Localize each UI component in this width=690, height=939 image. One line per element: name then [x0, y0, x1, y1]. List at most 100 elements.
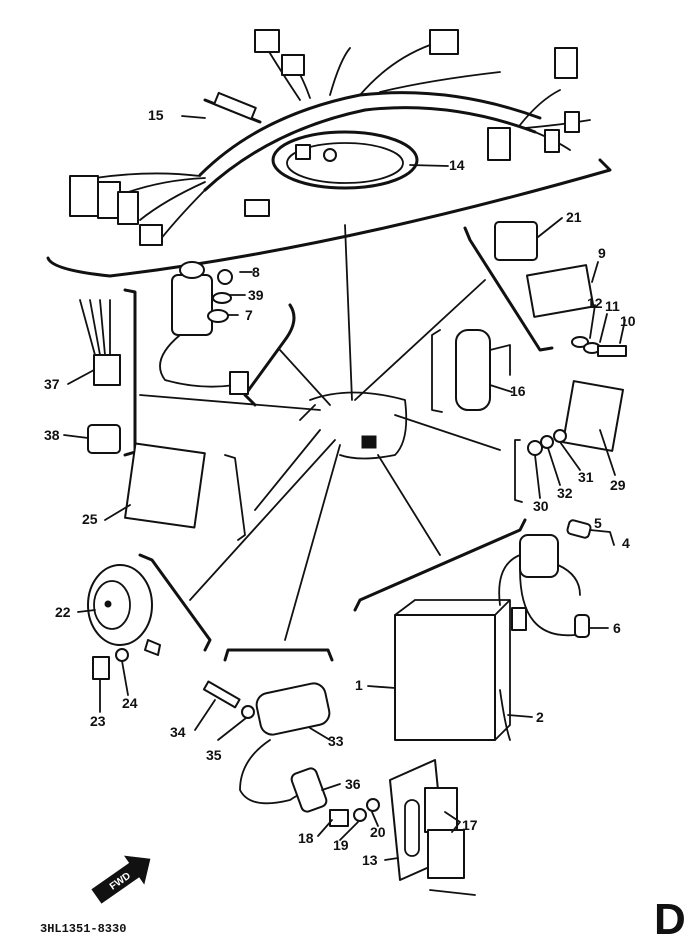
connector-loop-2 [295, 144, 311, 160]
spark-plug-cap-36 [290, 767, 328, 813]
harness-group-bracket [46, 158, 612, 278]
washer-32 [540, 435, 554, 449]
connector-top-2 [281, 54, 305, 76]
washer-20 [366, 798, 380, 812]
sub-harness-loop [271, 130, 419, 190]
callout-1: 1 [355, 677, 363, 693]
bolt-8 [217, 269, 233, 285]
callout-18: 18 [298, 830, 314, 846]
connector-block-left-1 [69, 175, 99, 217]
bolt-18 [329, 809, 349, 827]
callout-32: 32 [557, 485, 573, 501]
battery-1-leader [367, 685, 396, 689]
breather-pipe-2 [499, 689, 511, 741]
bullet-connector-left [139, 224, 163, 246]
callout-15: 15 [148, 107, 164, 123]
ignition-key-cylinder [179, 261, 205, 279]
callout-25: 25 [82, 511, 98, 527]
pad-17-lower [427, 829, 465, 879]
washer-31 [553, 429, 567, 443]
horn-22 [87, 564, 153, 646]
relay-38 [87, 424, 121, 454]
hub-clip [361, 435, 377, 449]
rectifier-regulator-9 [525, 264, 595, 318]
pad-17-upper [424, 787, 458, 833]
bolt-23 [92, 656, 110, 680]
battery-top [394, 599, 511, 741]
lead-6 [574, 614, 590, 638]
callout-4: 4 [622, 535, 630, 551]
washer-39 [212, 292, 232, 304]
callout-2: 2 [536, 709, 544, 725]
sub-harness-loop-inner [286, 142, 404, 184]
callout-8: 8 [252, 264, 260, 280]
callout-13: 13 [362, 852, 378, 868]
plate-25 [124, 442, 206, 529]
relay-unit-37 [93, 354, 121, 386]
bracket-slot [404, 799, 420, 857]
callout-5: 5 [594, 515, 602, 531]
ignition-switch [171, 274, 213, 336]
right-mid-bracket [514, 439, 523, 503]
callout-37: 37 [44, 376, 60, 392]
horn-group-bracket [138, 553, 212, 652]
relay-lead-terminal [511, 607, 527, 631]
callout-38: 38 [44, 427, 60, 443]
horn-22-face [93, 580, 131, 630]
plate-25-bracket [224, 454, 246, 541]
forward-direction-arrow: FWD [91, 855, 151, 904]
bullet-connector-right-2 [564, 111, 580, 133]
connector-loop-1 [244, 199, 270, 217]
bracket-base [429, 889, 476, 896]
left-group-bracket [123, 288, 137, 457]
callout-22: 22 [55, 604, 71, 620]
callout-6: 6 [613, 620, 621, 636]
washer-35 [241, 705, 255, 719]
right-upper-bracket [463, 226, 554, 352]
left-branch-wires [94, 172, 211, 241]
callout-35: 35 [206, 747, 222, 763]
callout-29: 29 [610, 477, 626, 493]
bullet-connector-right-1 [544, 129, 560, 153]
fuse-box-16 [455, 329, 491, 411]
nut-7 [207, 309, 229, 323]
fuse-5 [566, 519, 592, 539]
main-wire-harness-edge [203, 106, 537, 192]
washer-19 [353, 808, 367, 822]
callout-leaders [63, 115, 626, 861]
connector-block-left-2 [97, 181, 121, 219]
callout-17: 17 [462, 817, 478, 833]
ignition-coil-33 [255, 682, 331, 736]
fuse-box-lead [489, 344, 511, 376]
horn-bracket [144, 639, 161, 656]
washer-24 [115, 648, 129, 662]
callout-21: 21 [566, 209, 582, 225]
hub-leaders [139, 224, 501, 641]
ignition-group-bracket [243, 303, 296, 407]
connector-right-1 [487, 127, 511, 161]
ring-terminal [323, 148, 337, 162]
callout-16: 16 [510, 383, 526, 399]
unit-37-leads [79, 299, 111, 356]
fwd-arrow-shape [91, 855, 151, 904]
connector-block-left-3 [117, 191, 139, 225]
callout-39: 39 [248, 287, 264, 303]
drawing-number: 3HL1351-8330 [40, 922, 126, 936]
connector-top-1 [254, 29, 280, 53]
bolt-34 [202, 680, 241, 709]
callout-33: 33 [328, 733, 344, 749]
fuse-holder [213, 91, 257, 121]
callout-11: 11 [605, 298, 620, 314]
callout-12: 12 [587, 295, 603, 311]
callout-19: 19 [333, 837, 349, 853]
connector-top-3 [429, 29, 459, 55]
callout-9: 9 [598, 245, 606, 261]
coil-group-bracket [223, 648, 334, 662]
section-letter: D [654, 895, 686, 939]
callout-30: 30 [533, 498, 549, 514]
callout-14: 14 [449, 157, 465, 173]
ignition-connector [229, 371, 249, 395]
central-hub [309, 391, 408, 460]
connector-top-right [554, 47, 578, 79]
